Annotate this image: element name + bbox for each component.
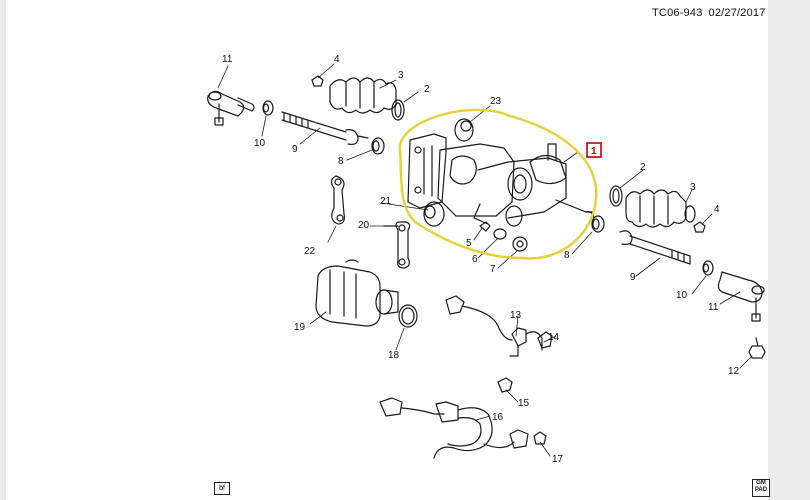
jam-nut-left-icon	[262, 100, 274, 116]
part-label: 22	[304, 246, 316, 257]
diagram-date: 02/27/2017	[708, 7, 766, 19]
part-label: 16	[492, 412, 504, 423]
tie-rod-end-right-icon	[717, 271, 765, 322]
boot-left-icon	[329, 77, 397, 114]
part-label: 3	[690, 182, 696, 193]
part-label: 7	[490, 264, 496, 275]
diagram-header: TC06-943 02/27/2017	[652, 7, 772, 19]
part-label: 19	[294, 322, 306, 333]
callout-part-1[interactable]: 1	[586, 142, 602, 158]
part-label: 10	[676, 290, 688, 301]
bracket-20-icon	[383, 221, 411, 269]
clip-17-icon	[533, 431, 547, 445]
right-margin	[768, 0, 810, 500]
part-label: 9	[292, 144, 298, 155]
bracket-22-icon	[330, 175, 345, 225]
part-label: 4	[334, 54, 340, 65]
part-label: 13	[510, 310, 522, 321]
part-label: 23	[490, 96, 502, 107]
wiring-harness-upper-icon	[445, 295, 553, 357]
part-label: 11	[708, 302, 719, 313]
gm-logo-subtext: PAD	[754, 487, 768, 493]
part-label: 8	[338, 156, 344, 167]
part-number-labels: 11 10 9 4 3 2 8 23 21 20 22 5 6 7 2 3 4 …	[222, 54, 740, 465]
part-label: 6	[472, 254, 478, 265]
small-clamp-left-icon	[311, 75, 324, 87]
callout-number: 1	[591, 146, 597, 157]
gm-logo-text: GM	[756, 480, 766, 486]
part-label: 10	[254, 138, 266, 149]
bf-badge: bf	[214, 482, 230, 495]
part-label: 21	[380, 196, 392, 207]
motor-19-icon	[315, 259, 399, 327]
inner-tie-rod-left-icon	[281, 111, 369, 145]
fitting-5-icon	[479, 221, 491, 232]
seal-7-icon	[512, 236, 528, 252]
bushing-21-icon	[423, 201, 445, 227]
part-label: 12	[728, 366, 740, 377]
part-label: 9	[630, 272, 636, 283]
o-ring-6-icon	[493, 228, 507, 240]
part-label: 8	[564, 250, 570, 261]
boot-right-icon	[625, 189, 696, 228]
part-label: 2	[424, 84, 430, 95]
nut-12-icon	[748, 337, 766, 359]
bushing-right-icon	[591, 215, 605, 233]
small-clamp-right-icon	[693, 221, 706, 233]
clamp-right-icon	[609, 185, 623, 207]
o-ring-18-icon	[398, 304, 418, 328]
part-label: 18	[388, 350, 400, 361]
highlight-outline	[398, 108, 598, 260]
leader-lines	[217, 63, 753, 457]
part-label: 11	[222, 54, 233, 65]
part-label: 3	[398, 70, 404, 81]
bushing-left-icon	[371, 137, 385, 155]
clamp-left-icon	[391, 99, 405, 121]
diagram-code: TC06-943	[652, 7, 703, 19]
left-margin	[0, 0, 6, 500]
part-label: 20	[358, 220, 370, 231]
part-label: 2	[640, 162, 646, 173]
fitting-15-icon	[497, 377, 513, 393]
part-label: 5	[466, 238, 472, 249]
part-label: 15	[518, 398, 530, 409]
gm-logo-icon: GM PAD	[752, 479, 770, 497]
part-label: 17	[552, 454, 564, 465]
part-label: 4	[714, 204, 720, 215]
jam-nut-right-icon	[702, 260, 714, 276]
inner-tie-rod-right-icon	[619, 230, 691, 265]
steering-gear-housing-icon	[407, 133, 595, 227]
bushing-23-icon	[454, 118, 474, 142]
part-label: 14	[548, 332, 560, 343]
tie-rod-end-left-icon	[207, 90, 255, 126]
wiring-harness-lower-icon	[379, 397, 529, 459]
